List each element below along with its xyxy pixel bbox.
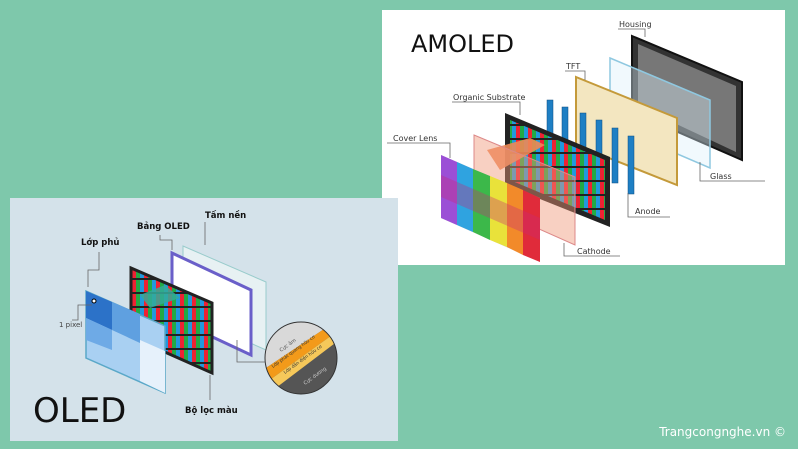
amoled-leader-lines — [387, 28, 765, 257]
oled-leader-lines — [72, 222, 265, 400]
label-organic-substrate: Organic Substrate — [453, 93, 526, 102]
magnifier-outline — [264, 321, 338, 395]
amoled-title: AMOLED — [411, 30, 514, 58]
label-tft: TFT — [565, 62, 580, 71]
oled-diagram: Cực âm Lớp phát quang hữu cơ Lớp dẫn điệ… — [10, 198, 398, 441]
anode-strips — [546, 99, 635, 195]
cover-layer — [85, 289, 166, 395]
label-cathode: Cathode — [577, 247, 611, 256]
label-bo-loc-mau: Bộ lọc màu — [185, 406, 238, 416]
oled-title: OLED — [33, 391, 126, 431]
label-lop-phu: Lớp phủ — [81, 237, 120, 248]
label-housing: Housing — [619, 20, 652, 29]
label-cover-lens: Cover Lens — [393, 134, 437, 143]
oled-light-arrow — [140, 285, 180, 308]
tft-layer — [575, 75, 678, 187]
watermark: Trangcongnghe.vn © — [659, 425, 786, 439]
pixel-marker — [91, 298, 97, 304]
cover-lens-layer — [441, 155, 540, 262]
housing-screen — [638, 44, 736, 152]
amoled-diagram: AMOLED — [382, 10, 785, 265]
label-bang-oled: Bảng OLED — [137, 221, 190, 232]
layer-magnifier: Cực âm Lớp phát quang hữu cơ Lớp dẫn điệ… — [265, 322, 337, 394]
label-glass: Glass — [710, 172, 732, 181]
label-anode: Anode — [635, 207, 661, 216]
label-1-pixel: 1 pixel — [59, 321, 82, 329]
label-tam-nen: Tấm nền — [205, 210, 246, 221]
